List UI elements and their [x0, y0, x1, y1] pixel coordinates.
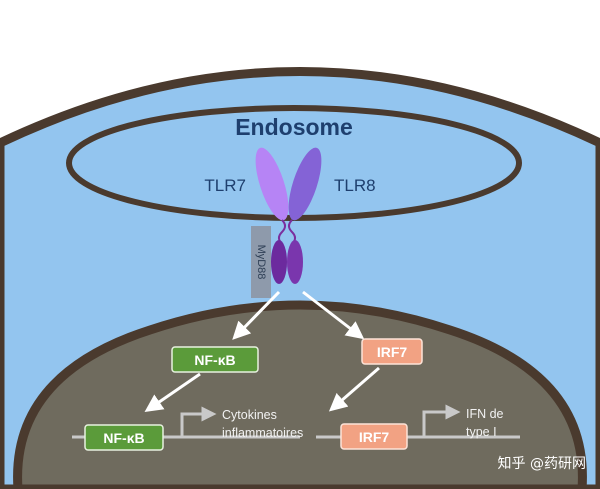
cytokines-gene-label: Cytokines	[222, 408, 277, 422]
ifn-gene-label-2: type I	[466, 425, 497, 439]
arrow-to-nfkb	[232, 290, 281, 340]
arrow-nfkb-to-nucleus	[144, 372, 201, 413]
arrow-to-irf7	[302, 290, 365, 340]
watermark: 知乎 @药研网	[498, 455, 586, 472]
tlr8-receptor	[287, 147, 322, 284]
irf7-box-cytoplasm	[361, 338, 423, 365]
tlr8-label: TLR8	[334, 176, 376, 195]
cytokines-gene-label-2: inflammatoires	[222, 426, 303, 440]
irf7-label-nucleus: IRF7	[359, 429, 390, 445]
promoter-arrow-right	[422, 404, 461, 437]
promoter-arrow-left	[180, 406, 217, 437]
ifn-gene-label: IFN de	[466, 407, 504, 421]
nfkb-label-cytoplasm: NF-κB	[194, 352, 235, 368]
nfkb-box-cytoplasm	[171, 346, 259, 373]
irf7-box-nucleus	[340, 423, 408, 450]
nfkb-label-nucleus: NF-κB	[103, 430, 144, 446]
myd88-bar	[251, 226, 271, 298]
tlr7-label: TLR7	[204, 176, 246, 195]
endosome-label: Endosome	[235, 114, 353, 140]
nfkb-box-nucleus	[84, 424, 164, 451]
arrow-irf7-to-nucleus	[328, 366, 380, 412]
myd88-label: MyD88	[255, 245, 267, 280]
irf7-label-cytoplasm: IRF7	[377, 344, 408, 360]
tlr7-receptor	[255, 147, 289, 284]
